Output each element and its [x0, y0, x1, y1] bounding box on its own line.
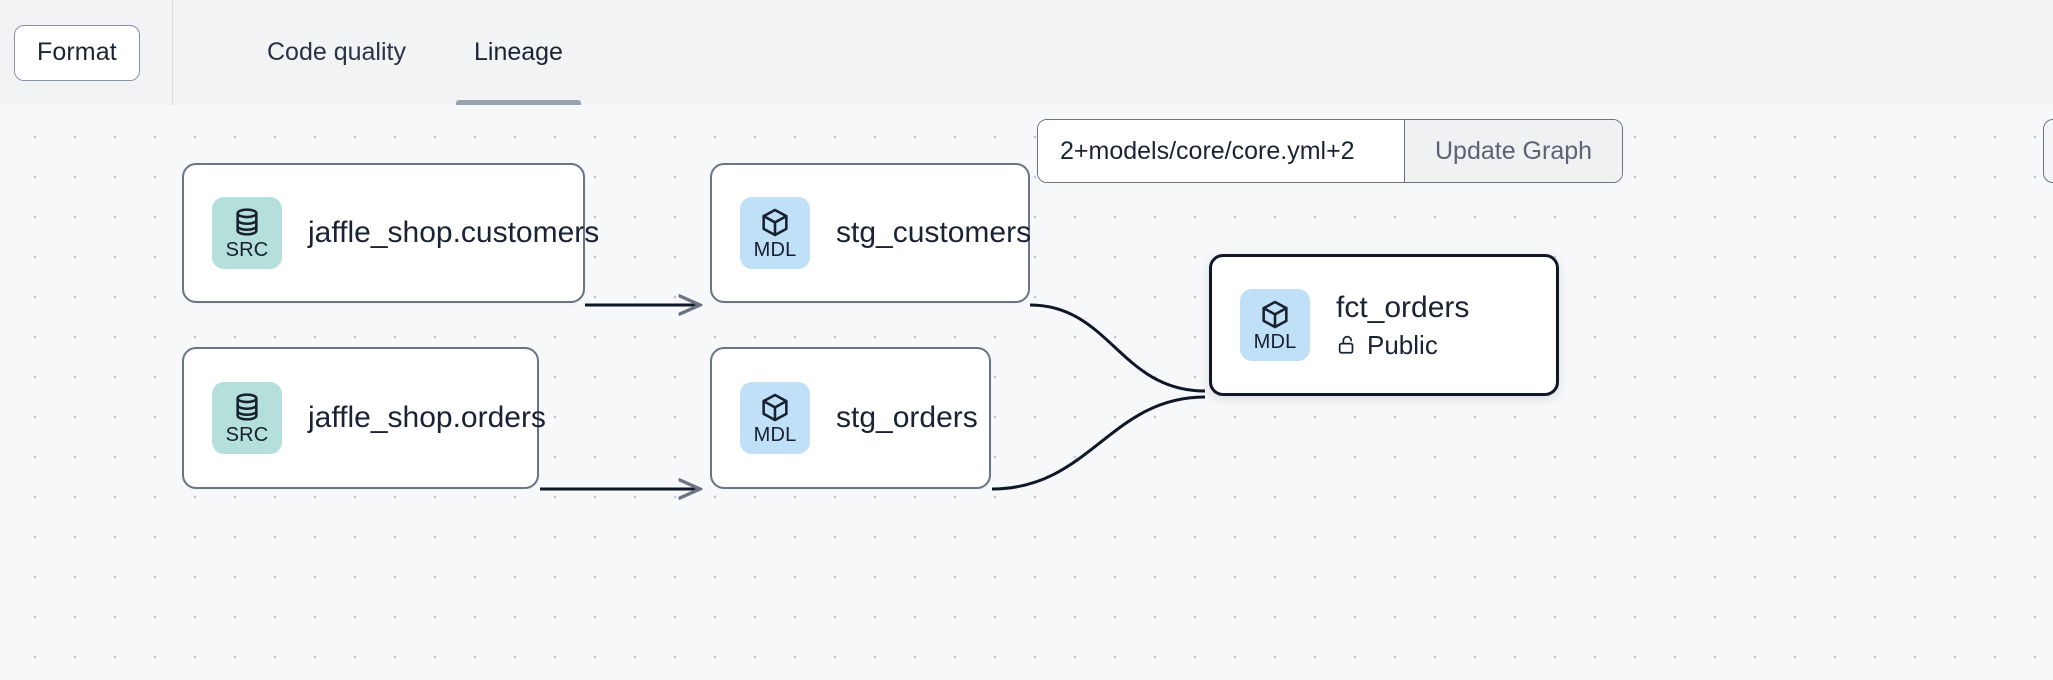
- graph-controls-overflow[interactable]: [2043, 119, 2053, 183]
- cube-icon: [1262, 300, 1288, 328]
- node-access-badge: Public: [1336, 330, 1469, 360]
- badge-mdl: MDL: [740, 382, 810, 454]
- node-title: stg_orders: [836, 401, 978, 434]
- canvas-left-gutter: [0, 105, 8, 680]
- cube-icon: [762, 393, 788, 421]
- tab-lineage-label: Lineage: [473, 38, 563, 66]
- node-title: stg_customers: [836, 216, 1032, 249]
- lineage-node-jaffle-shop-orders[interactable]: SRC jaffle_shop.orders: [182, 347, 546, 489]
- node-title: jaffle_shop.customers: [308, 216, 600, 249]
- node-body: stg_customers: [836, 215, 1031, 251]
- badge-mdl: MDL: [740, 197, 810, 269]
- database-icon: [236, 208, 258, 236]
- graph-selector-toolbar: Update Graph: [1037, 119, 1624, 183]
- badge-src-label: SRC: [225, 239, 269, 261]
- node-access-label: Public: [1367, 330, 1438, 360]
- badge-src: SRC: [212, 382, 282, 454]
- node-body: jaffle_shop.customers: [308, 215, 599, 251]
- database-icon: [236, 393, 258, 421]
- badge-mdl: MDL: [1240, 289, 1310, 361]
- lineage-node-stg-customers[interactable]: MDL stg_customers: [710, 163, 1031, 303]
- graph-selector-input[interactable]: [1038, 120, 1404, 182]
- format-button[interactable]: Format: [14, 24, 140, 81]
- lineage-canvas[interactable]: SRC jaffle_shop.customers MDL stg_custom…: [0, 105, 2053, 680]
- node-body: jaffle_shop.orders: [308, 400, 546, 436]
- badge-mdl-label: MDL: [753, 423, 797, 446]
- update-graph-button[interactable]: Update Graph: [1404, 120, 1623, 182]
- badge-mdl-label: MDL: [753, 238, 797, 261]
- lineage-node-stg-orders[interactable]: MDL stg_orders: [710, 347, 991, 489]
- lineage-node-jaffle-shop-customers[interactable]: SRC jaffle_shop.customers: [182, 163, 599, 303]
- tab-code-quality[interactable]: Code quality: [233, 0, 440, 105]
- node-title: jaffle_shop.orders: [308, 401, 546, 434]
- toolbar-header: Format Code quality Lineage: [0, 0, 2053, 105]
- badge-src-label: SRC: [225, 424, 269, 446]
- lineage-node-fct-orders[interactable]: MDL fct_orders Public: [1209, 254, 1559, 396]
- badge-src: SRC: [212, 197, 282, 269]
- header-left-section: Format: [0, 0, 173, 105]
- edge-stg-orders-to-fct-orders: [991, 395, 1206, 491]
- node-title: fct_orders: [1336, 291, 1470, 324]
- badge-mdl-label: MDL: [1253, 330, 1297, 353]
- tab-code-quality-label: Code quality: [267, 38, 406, 66]
- tab-lineage[interactable]: Lineage: [440, 0, 597, 105]
- node-body: stg_orders: [836, 400, 978, 436]
- cube-icon: [762, 208, 788, 236]
- edge-stg-customers-to-fct-orders: [1029, 303, 1206, 393]
- node-body: fct_orders Public: [1336, 290, 1469, 360]
- unlock-icon: [1338, 335, 1354, 354]
- tab-bar: Code quality Lineage: [173, 0, 597, 105]
